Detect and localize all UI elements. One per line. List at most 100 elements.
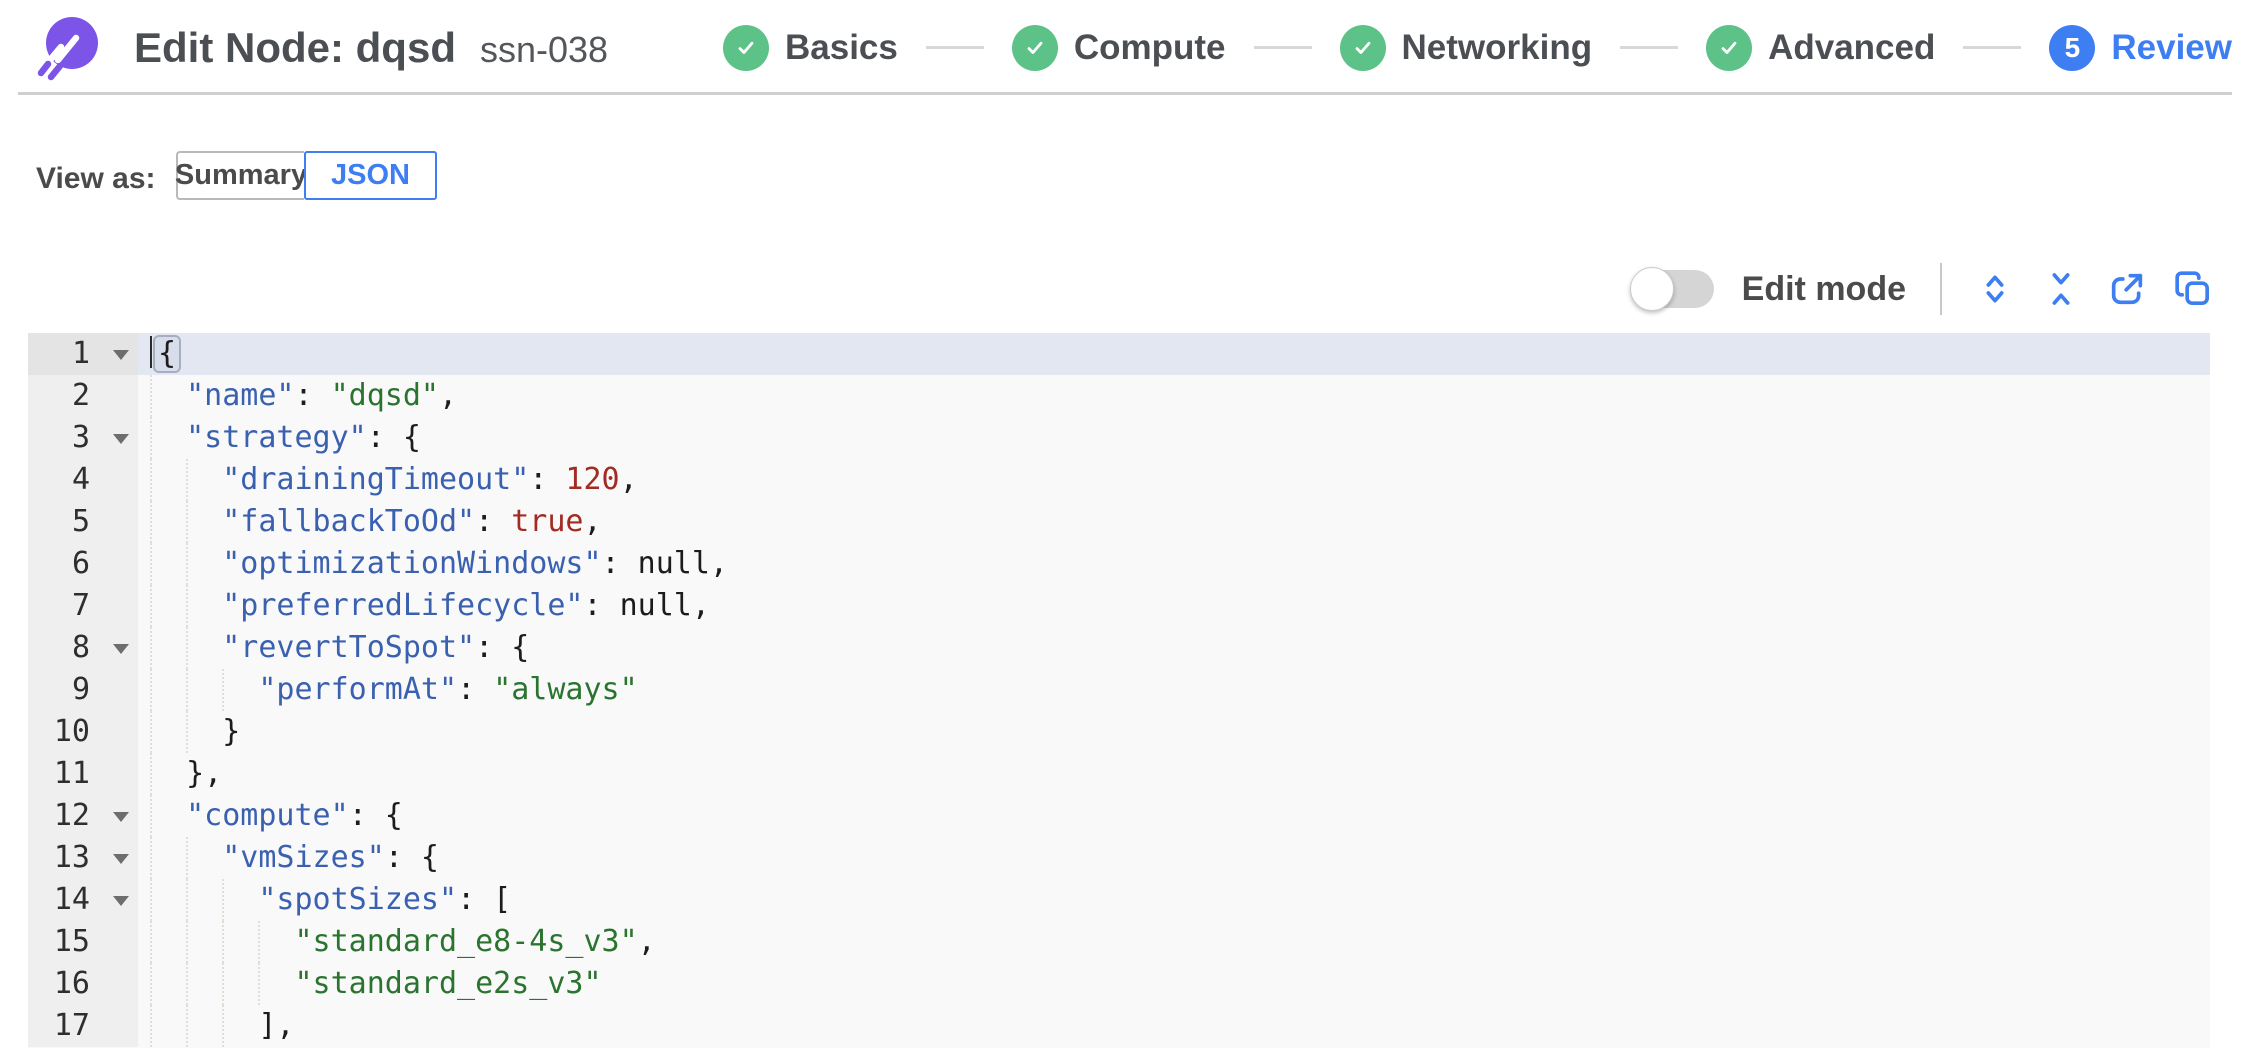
- code-content: }: [138, 711, 2210, 753]
- step-basics[interactable]: Basics: [722, 24, 898, 71]
- code-line: 3 "strategy": {: [28, 417, 2210, 459]
- gutter-cell: 16: [28, 963, 138, 1005]
- gutter-cell: 8: [28, 627, 138, 669]
- step-label: Basics: [784, 27, 898, 67]
- code-token: : [: [457, 882, 512, 917]
- code-line: 17 ],: [28, 1005, 2210, 1047]
- indent-guide: [150, 417, 152, 459]
- code-content: ],: [138, 1005, 2210, 1047]
- indent-guide: [150, 963, 152, 1005]
- step-label: Advanced: [1768, 27, 1936, 67]
- fold-toggle-icon[interactable]: [113, 434, 129, 444]
- indent-guide: [258, 921, 261, 963]
- step-check-icon: [722, 24, 769, 71]
- code-content: "standard_e2s_v3": [138, 963, 2210, 1005]
- code-token: "performAt": [258, 672, 458, 707]
- code-line: 12 "compute": {: [28, 795, 2210, 837]
- indent-guide: [186, 963, 189, 1005]
- edit-mode-toggle[interactable]: [1629, 267, 1714, 311]
- spot-logo-icon: [36, 15, 102, 81]
- gutter-cell: 4: [28, 459, 138, 501]
- text-cursor: [150, 336, 152, 368]
- code-line: 14 "spotSizes": [: [28, 879, 2210, 921]
- step-networking[interactable]: Networking: [1339, 24, 1592, 71]
- code-token: : {: [384, 840, 439, 875]
- code-line: 2 "name": "dqsd",: [28, 375, 2210, 417]
- view-as-json-button[interactable]: JSON: [304, 151, 437, 200]
- matched-bracket: {: [153, 335, 182, 373]
- indent-guide: [150, 711, 152, 753]
- export-button[interactable]: [2106, 268, 2148, 310]
- copy-icon: [2175, 271, 2209, 305]
- code-line: 10 }: [28, 711, 2210, 753]
- step-connector: [925, 46, 984, 49]
- code-line: 13 "vmSizes": {: [28, 837, 2210, 879]
- indent-guide: [150, 795, 152, 837]
- code-line: 6 "optimizationWindows": null,: [28, 543, 2210, 585]
- step-connector: [1963, 46, 2022, 49]
- code-token: "always": [493, 672, 638, 707]
- indent-guide: [222, 963, 225, 1005]
- line-number: 9: [71, 672, 90, 707]
- fold-toggle-icon[interactable]: [113, 644, 129, 654]
- expand-all-button[interactable]: [1974, 268, 2016, 310]
- code-token: "compute": [186, 798, 349, 833]
- line-number: 13: [53, 840, 90, 875]
- line-number: 16: [53, 966, 90, 1001]
- code-token: :: [457, 672, 494, 707]
- toggle-knob: [1629, 267, 1674, 311]
- fold-toggle-icon[interactable]: [113, 896, 129, 906]
- indent-guide: [222, 921, 225, 963]
- json-editor[interactable]: 1{2 "name": "dqsd",3 "strategy": {4 "dra…: [28, 333, 2210, 1048]
- step-label: Review: [2111, 27, 2232, 67]
- expand-all-icon: [1986, 275, 2004, 303]
- code-content: "performAt": "always": [138, 669, 2210, 711]
- fold-toggle-icon[interactable]: [113, 854, 129, 864]
- code-token: : {: [475, 630, 530, 665]
- code-line: 8 "revertToSpot": {: [28, 627, 2210, 669]
- indent-guide: [222, 879, 225, 921]
- code-content: "revertToSpot": {: [138, 627, 2210, 669]
- export-icon: [2111, 273, 2143, 305]
- copy-button[interactable]: [2172, 268, 2214, 310]
- line-number: 4: [71, 462, 90, 497]
- step-number-badge: 5: [2049, 24, 2096, 71]
- code-content: "compute": {: [138, 795, 2210, 837]
- code-content: "strategy": {: [138, 417, 2210, 459]
- step-label: Compute: [1073, 27, 1226, 67]
- collapse-all-icon: [2052, 273, 2070, 305]
- code-token: "standard_e2s_v3": [294, 966, 602, 1001]
- code-token: ,: [583, 504, 602, 539]
- indent-guide: [186, 1005, 189, 1047]
- step-advanced[interactable]: Advanced: [1706, 24, 1936, 71]
- code-token: },: [186, 756, 223, 791]
- step-review[interactable]: 5 Review: [2049, 24, 2232, 71]
- line-number: 17: [53, 1008, 90, 1043]
- code-line: 15 "standard_e8-4s_v3",: [28, 921, 2210, 963]
- indent-guide: [150, 753, 152, 795]
- view-as-label: View as:: [36, 162, 156, 195]
- code-token: ,: [619, 462, 638, 497]
- code-token: : {: [348, 798, 403, 833]
- view-as-summary-button[interactable]: Summary: [175, 151, 307, 200]
- fold-toggle-icon[interactable]: [113, 350, 129, 360]
- indent-guide: [150, 669, 152, 711]
- code-content: "optimizationWindows": null,: [138, 543, 2210, 585]
- indent-guide: [150, 627, 152, 669]
- step-check-icon: [1706, 24, 1753, 71]
- code-token: "optimizationWindows": [222, 546, 602, 581]
- step-compute[interactable]: Compute: [1011, 24, 1226, 71]
- gutter-cell: 17: [28, 1005, 138, 1047]
- node-id-label: ssn-038: [479, 29, 609, 70]
- code-content: "drainingTimeout": 120,: [138, 459, 2210, 501]
- indent-guide: [150, 459, 152, 501]
- line-number: 14: [53, 882, 90, 917]
- fold-toggle-icon[interactable]: [113, 812, 129, 822]
- toolbar-divider: [1940, 263, 1942, 315]
- collapse-all-button[interactable]: [2040, 268, 2082, 310]
- gutter-cell: 7: [28, 585, 138, 627]
- line-number: 12: [53, 798, 90, 833]
- gutter-cell: 14: [28, 879, 138, 921]
- indent-guide: [186, 837, 189, 879]
- line-number: 7: [71, 588, 90, 623]
